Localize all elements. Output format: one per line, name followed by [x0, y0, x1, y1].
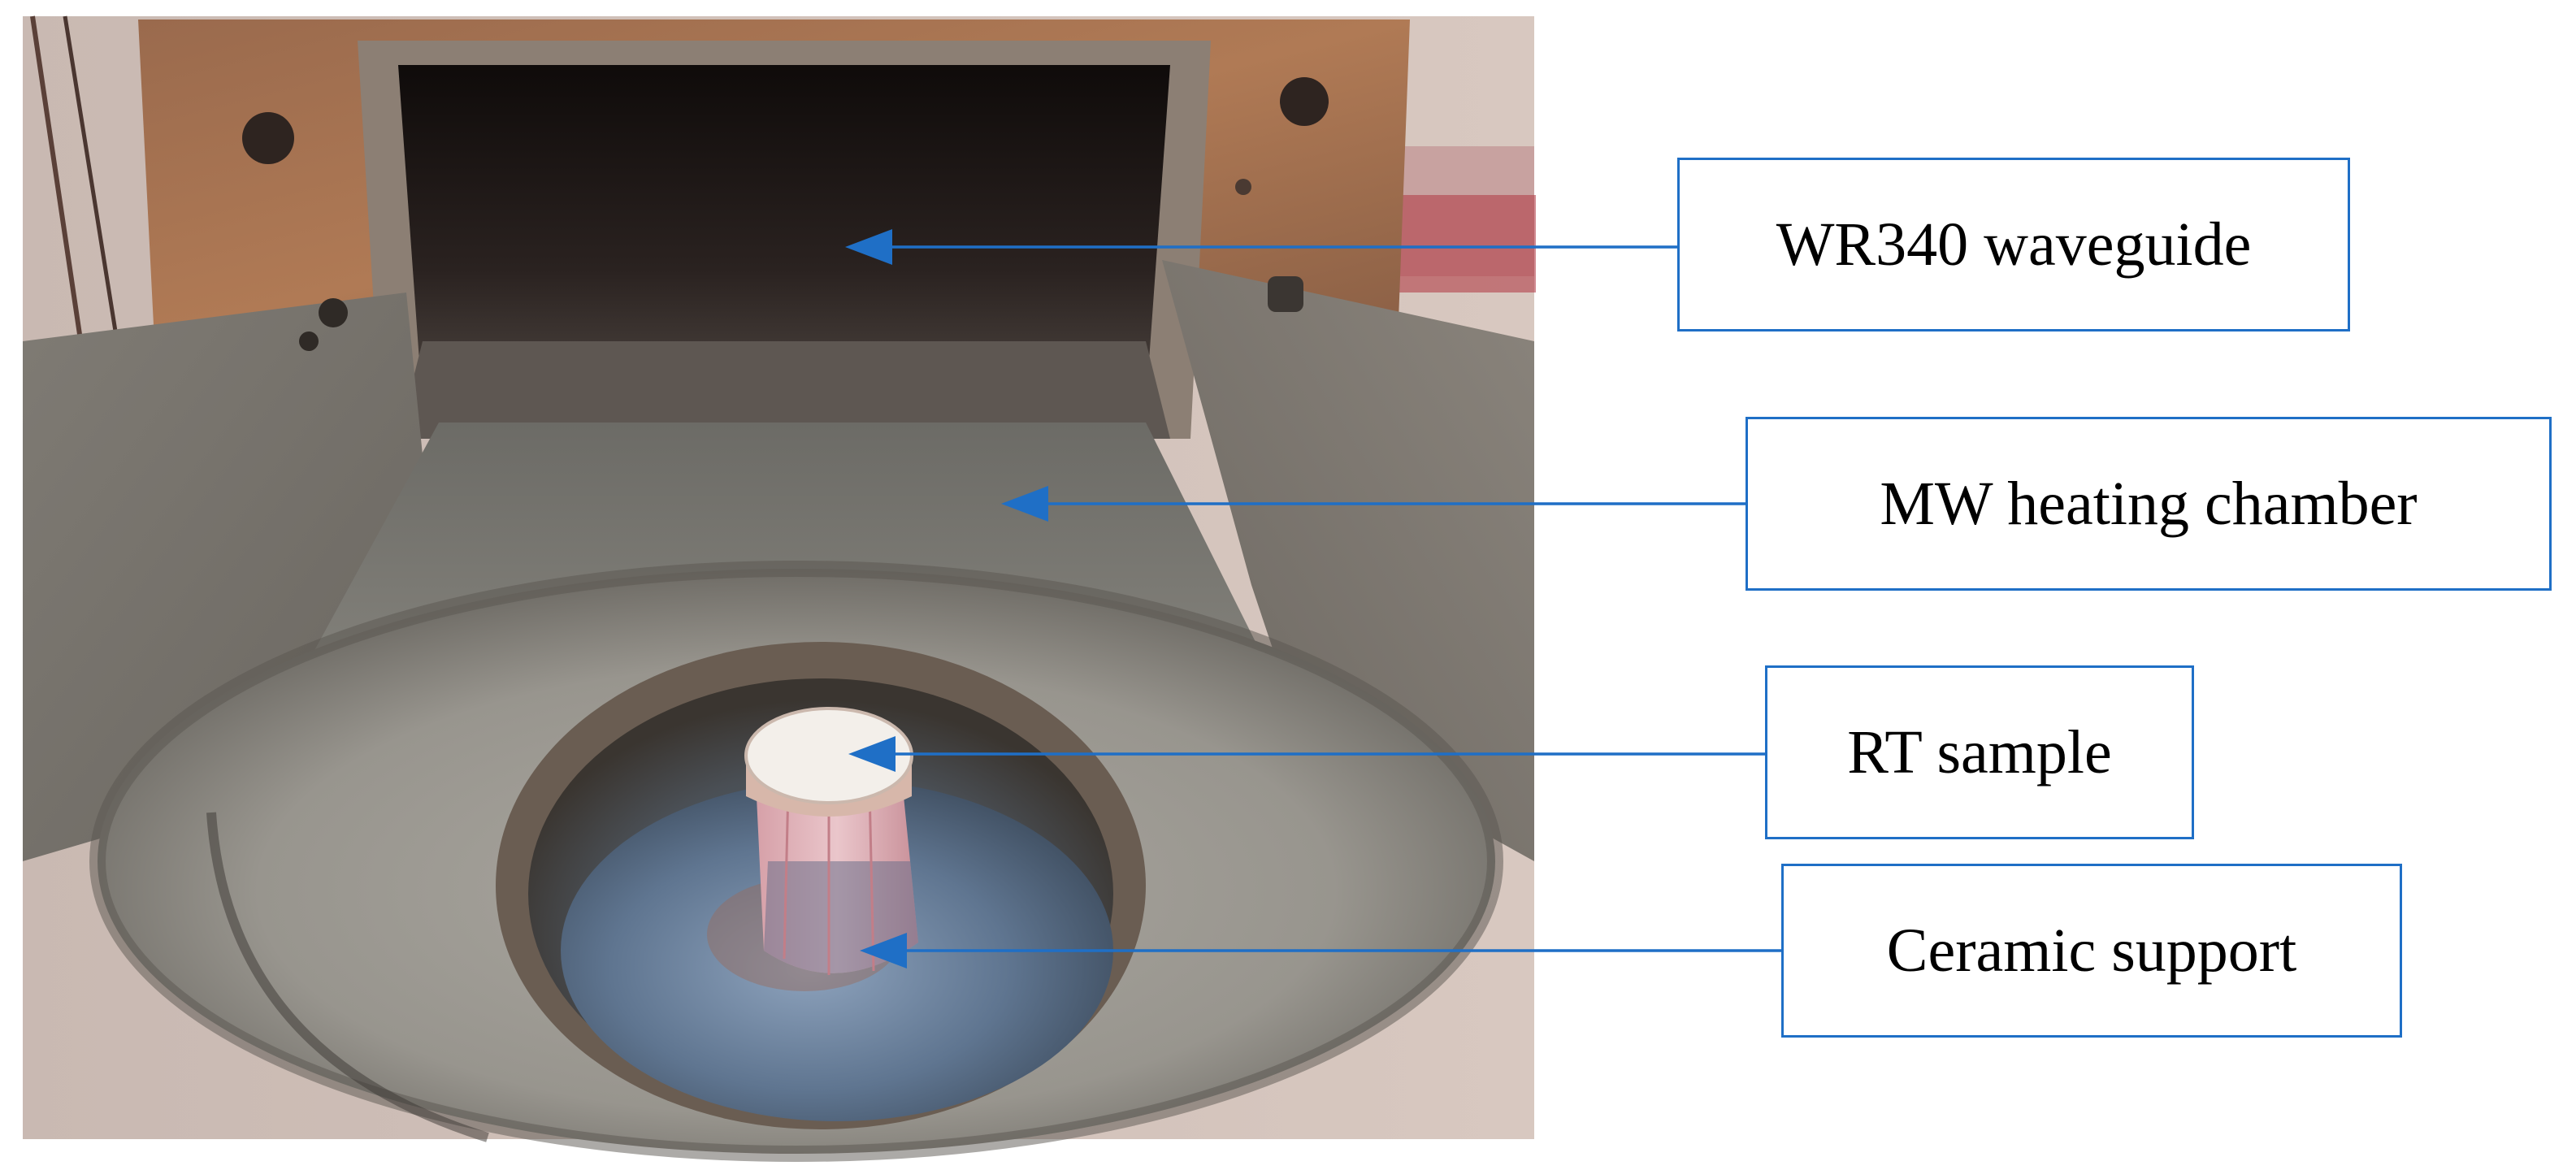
callout-waveguide: WR340 waveguide [1677, 158, 2350, 332]
callout-support-text: Ceramic support [1886, 916, 2297, 985]
callout-chamber: MW heating chamber [1746, 417, 2552, 591]
callout-waveguide-text: WR340 waveguide [1776, 210, 2252, 279]
callout-sample-text: RT sample [1847, 717, 2112, 786]
callout-chamber-text: MW heating chamber [1880, 469, 2418, 538]
callout-sample: RT sample [1765, 665, 2194, 839]
apparatus-photo [23, 15, 1536, 1162]
callout-support: Ceramic support [1781, 864, 2402, 1038]
